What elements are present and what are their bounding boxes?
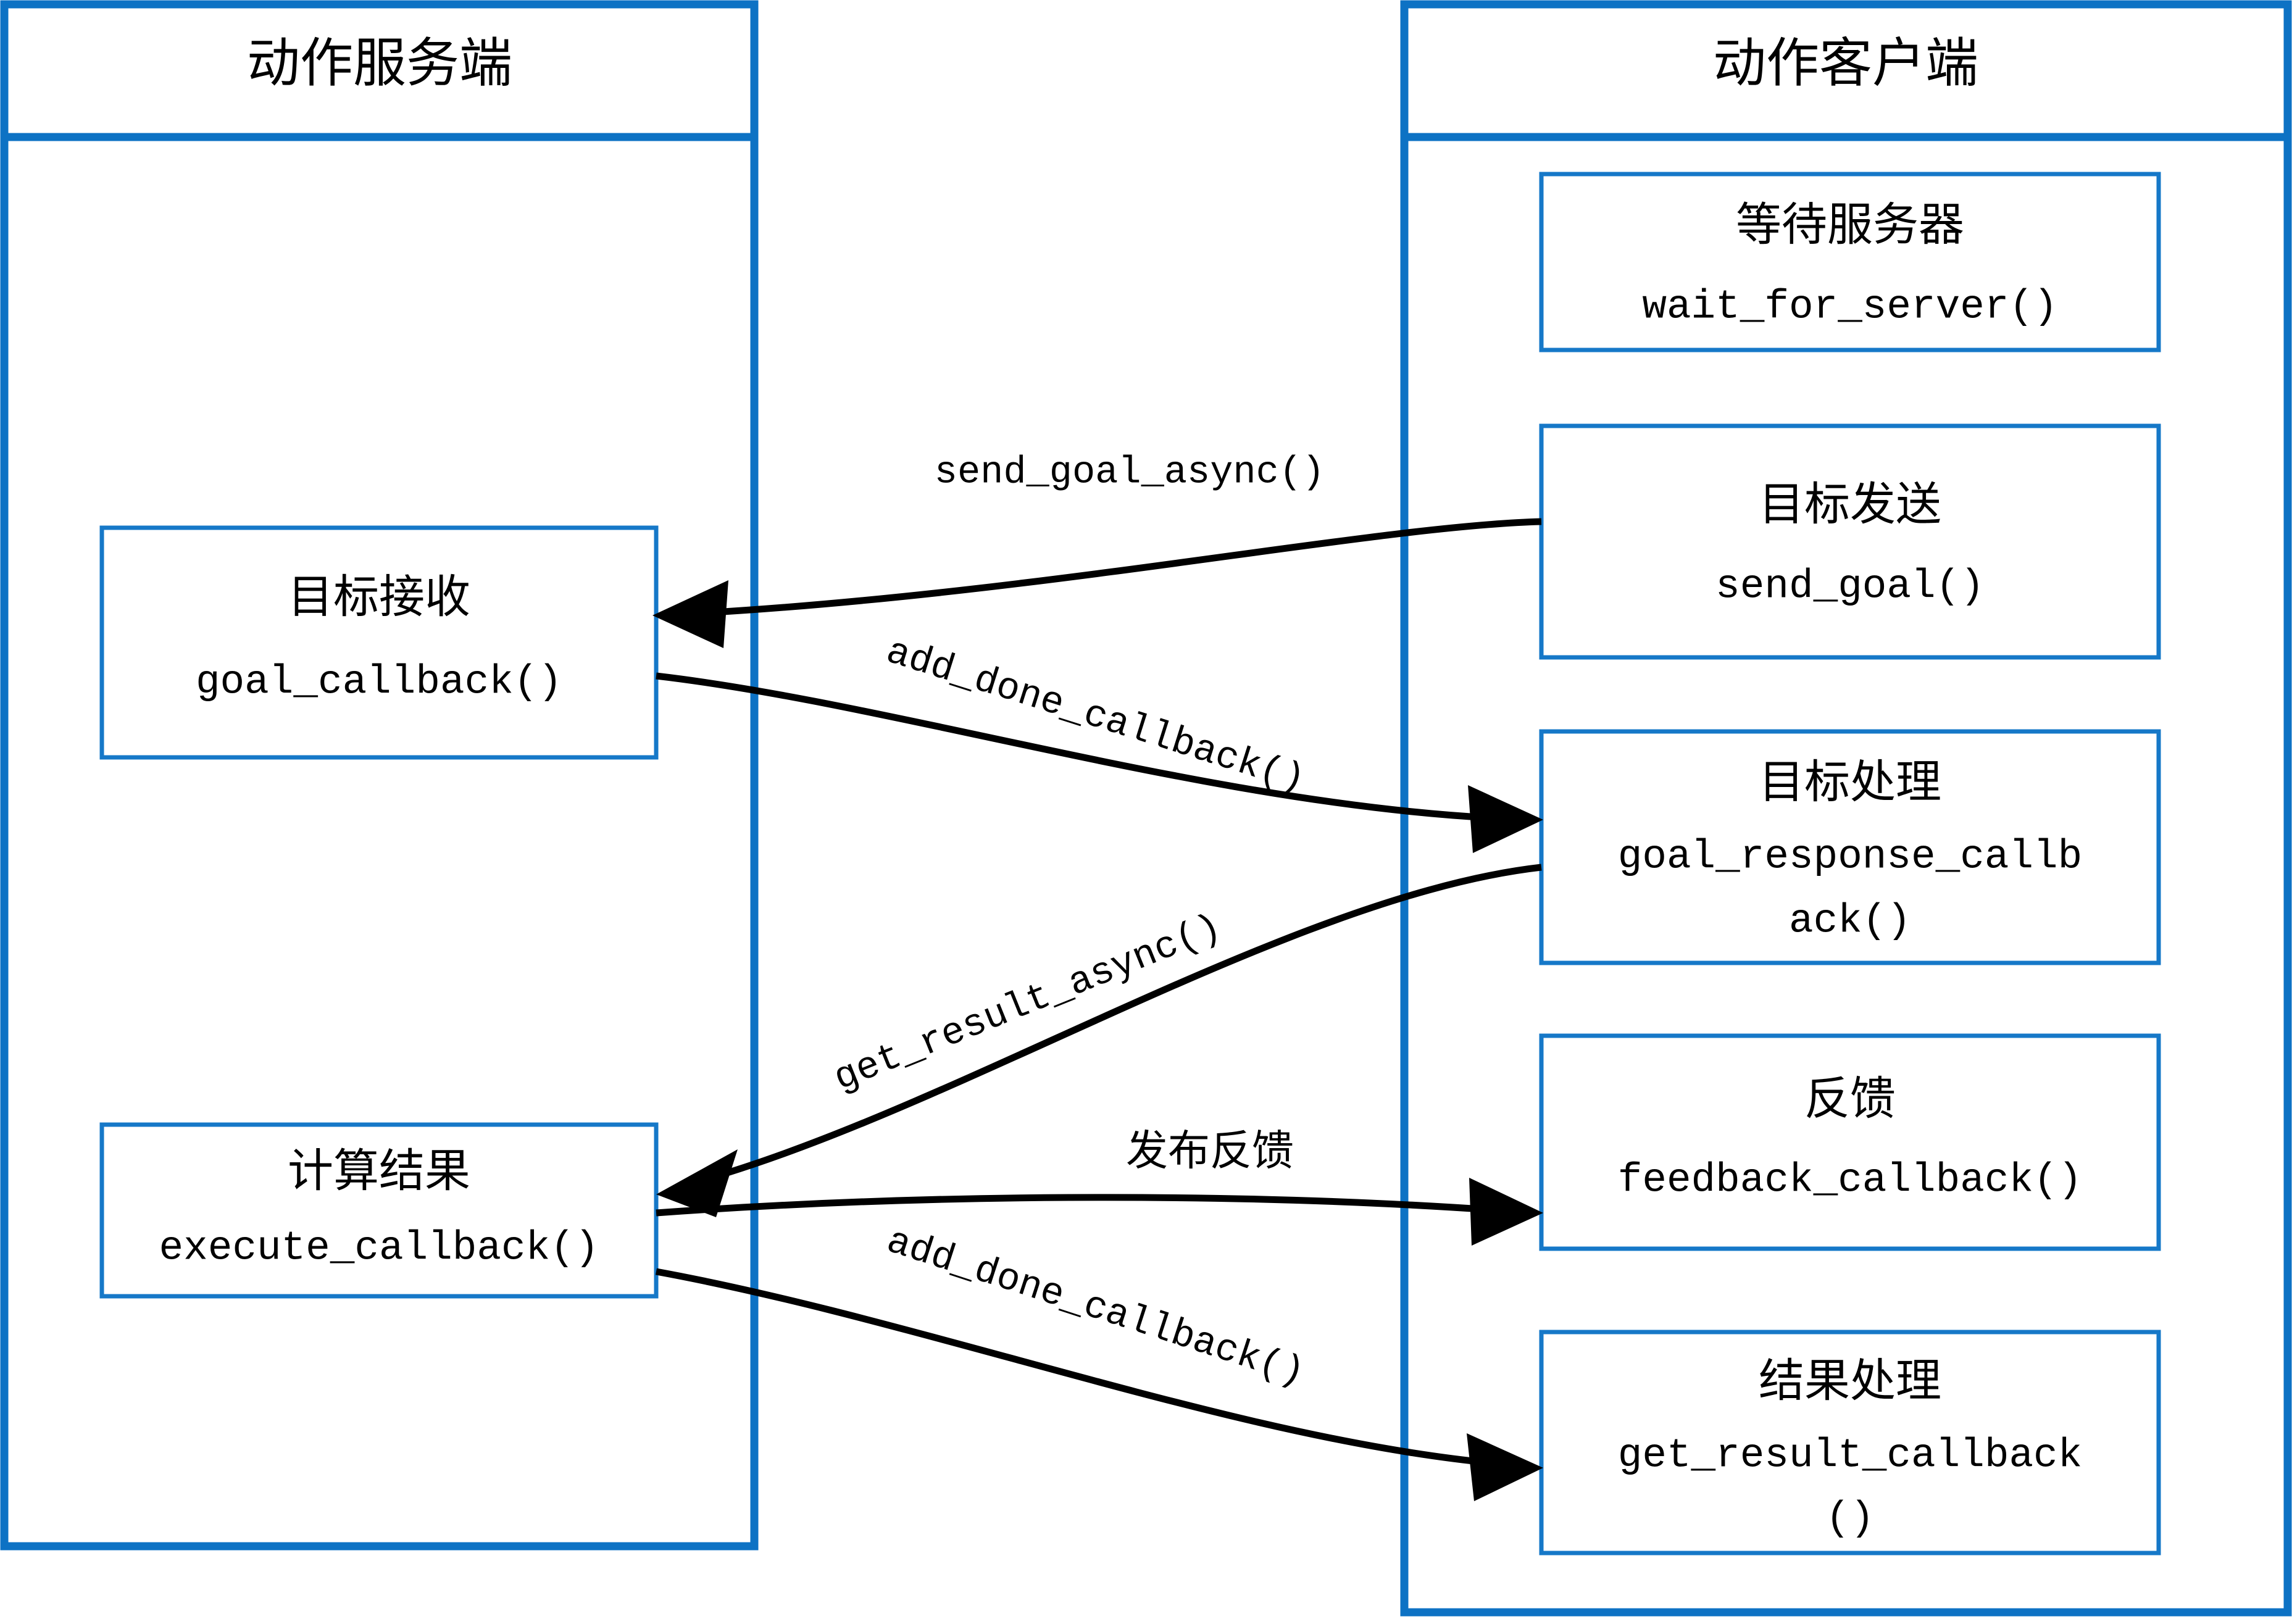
client-node-goal-response[interactable]: 目标处理 goal_response_callb ack() — [1539, 729, 2161, 965]
client-node-get-result-title: 结果处理 — [1759, 1356, 1941, 1407]
client-node-send-goal-box[interactable] — [1539, 423, 2161, 660]
client-node-wait-for-server-box[interactable] — [1539, 172, 2161, 352]
edge-publish-feedback-label: 发布反馈 — [1126, 1128, 1294, 1175]
edge-add-done-callback-result-arrowhead — [1467, 1433, 1543, 1501]
server-node-execute-code: execute_callback() — [159, 1225, 599, 1271]
edge-add-done-callback-goal: add_done_callback() — [656, 630, 1543, 853]
server-node-goal-receive-title: 目标接收 — [288, 572, 470, 623]
client-node-wait-for-server-title: 等待服务器 — [1736, 200, 1964, 251]
edge-send-goal-async-line — [703, 518, 1542, 617]
edge-add-done-callback-result-line — [656, 1268, 1491, 1467]
server-panel: 动作服务端 — [0, 0, 759, 1551]
client-node-goal-response-code: goal_response_callb — [1618, 833, 2083, 880]
client-node-get-result[interactable]: 结果处理 get_result_callback () — [1539, 1330, 2161, 1555]
edge-publish-feedback-line — [656, 1194, 1491, 1217]
server-node-goal-receive-code: goal_callback() — [196, 659, 562, 705]
client-node-send-goal[interactable]: 目标发送 send_goal() — [1539, 423, 2161, 660]
server-node-goal-receive[interactable]: 目标接收 goal_callback() — [99, 525, 659, 760]
edge-send-goal-async-arrowhead — [652, 580, 728, 648]
edge-add-done-callback-result: add_done_callback() — [656, 1219, 1543, 1501]
client-node-send-goal-code: send_goal() — [1715, 563, 1985, 609]
server-panel-title: 动作服务端 — [247, 34, 512, 93]
edge-get-result-async-arrowhead — [656, 1149, 738, 1217]
client-node-send-goal-title: 目标发送 — [1759, 480, 1941, 530]
edge-send-goal-async-label: send_goal_async() — [935, 450, 1325, 494]
client-node-get-result-code-cont: () — [1825, 1495, 1874, 1541]
edge-get-result-async-label: get_result_async() — [828, 906, 1228, 1101]
client-node-feedback-box[interactable] — [1539, 1033, 2161, 1251]
edge-add-done-callback-goal-label: add_done_callback() — [881, 630, 1311, 802]
server-node-execute-title: 计算结果 — [288, 1146, 470, 1197]
edge-add-done-callback-goal-arrowhead — [1468, 785, 1543, 853]
server-panel-frame — [0, 0, 759, 1551]
client-node-goal-response-title: 目标处理 — [1759, 757, 1941, 808]
server-node-execute[interactable]: 计算结果 execute_callback() — [99, 1122, 659, 1299]
client-node-goal-response-box[interactable] — [1539, 729, 2161, 965]
edge-get-result-async-line — [706, 864, 1542, 1183]
edge-publish-feedback: 发布反馈 — [656, 1128, 1543, 1246]
client-node-feedback-code: feedback_callback() — [1618, 1157, 2083, 1203]
client-node-get-result-box[interactable] — [1539, 1330, 2161, 1555]
edge-publish-feedback-arrowhead — [1469, 1178, 1543, 1246]
server-node-goal-receive-box[interactable] — [99, 525, 659, 760]
client-node-feedback-title: 反馈 — [1804, 1074, 1896, 1125]
client-node-wait-for-server-code: wait_for_server() — [1642, 283, 2057, 330]
edge-add-done-callback-result-label: add_done_callback() — [881, 1219, 1310, 1396]
edge-get-result-async: get_result_async() — [656, 864, 1542, 1217]
client-node-get-result-code: get_result_callback — [1618, 1432, 2083, 1478]
client-node-wait-for-server[interactable]: 等待服务器 wait_for_server() — [1539, 172, 2161, 352]
edge-add-done-callback-goal-line — [656, 672, 1491, 822]
client-node-feedback[interactable]: 反馈 feedback_callback() — [1539, 1033, 2161, 1251]
client-panel-title: 动作客户端 — [1713, 34, 1978, 93]
client-node-goal-response-code-cont: ack() — [1789, 897, 1911, 944]
edge-send-goal-async: send_goal_async() — [652, 450, 1542, 648]
